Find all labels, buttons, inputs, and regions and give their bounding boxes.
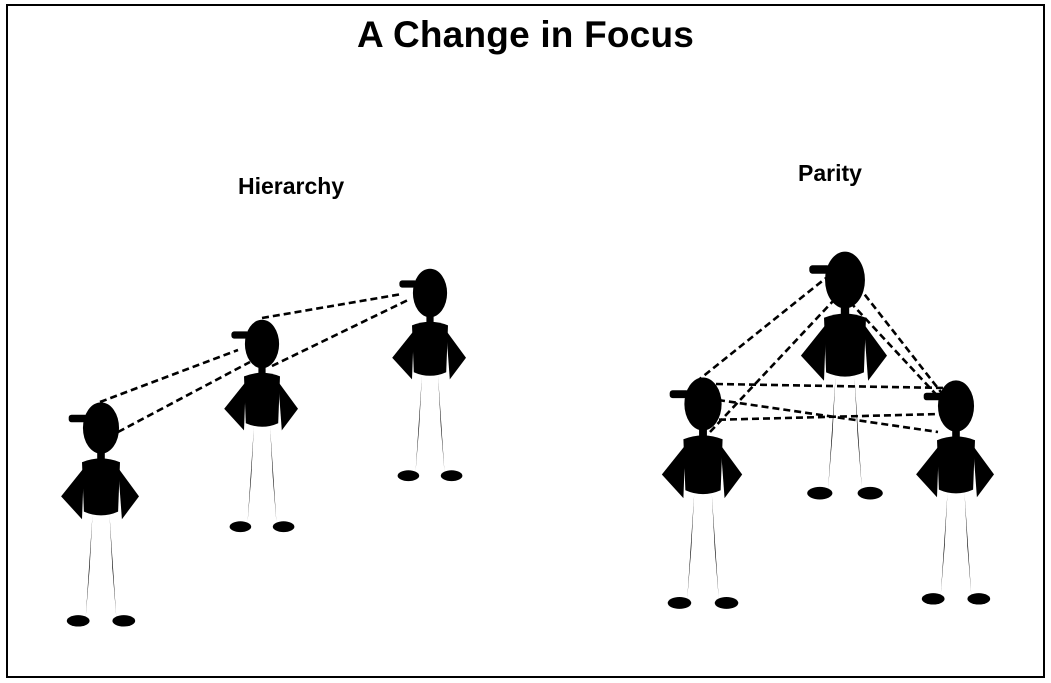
slide-title: A Change in Focus [356,14,695,55]
hierarchy-person-1 [61,402,139,627]
parity-gaze-lines [695,276,959,434]
hierarchy-figures [61,268,466,627]
parity-label: Parity [798,160,862,186]
parity-person-right [916,380,994,605]
parity-person-center [800,251,887,500]
hierarchy-label: Hierarchy [238,173,345,199]
hierarchy-person-3 [392,268,466,482]
parity-figures [661,251,994,609]
